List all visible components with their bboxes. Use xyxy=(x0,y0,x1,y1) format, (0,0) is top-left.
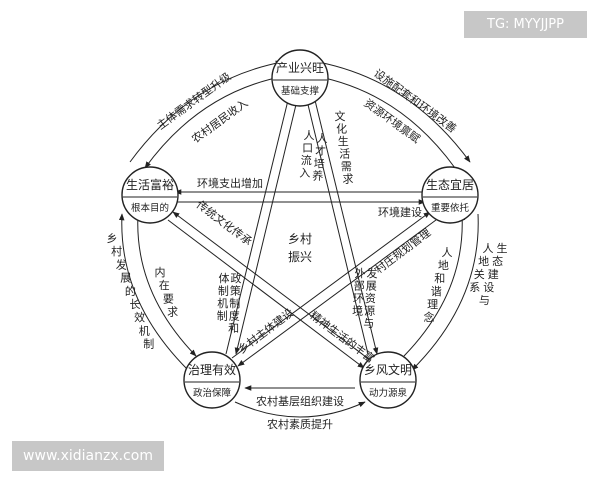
arrow-left-bright-b xyxy=(167,219,365,369)
watermark-top: TG: MYYJJPP xyxy=(464,11,587,38)
arrow-right-bleft-b xyxy=(237,219,437,367)
arrow-left-bright-a xyxy=(172,211,371,361)
arc-right-bright-outer xyxy=(411,213,479,371)
arrow-top-bright-b xyxy=(311,87,379,355)
node-left: 生活富裕 根本目的 xyxy=(121,166,179,224)
arc-top-left-inner xyxy=(144,75,286,169)
label-bottom-lower: 农村素质提升 xyxy=(267,417,333,431)
label-right-bright-outer: 生态建设与人地关系 xyxy=(469,241,507,307)
center-label-line1: 乡村 xyxy=(288,232,312,246)
node-top: 产业兴旺 基础支撑 xyxy=(271,49,329,107)
node-right-subtitle: 重要依托 xyxy=(431,202,470,214)
label-right-bleft-b: 乡村主体建设 xyxy=(235,305,296,356)
label-bottom-upper: 农村基层组织建设 xyxy=(256,394,344,408)
node-top-subtitle: 基础支撑 xyxy=(281,85,320,97)
arc-left-bleft-outer xyxy=(118,213,189,371)
label-left-right-upper: 环境支出增加 xyxy=(197,176,263,190)
node-bottom-left: 治理有效 政治保障 xyxy=(183,351,241,409)
arrow-top-bright-a xyxy=(302,87,369,355)
label-right-bleft-a: 村庄规划管理 xyxy=(372,225,433,276)
arc-top-right-inner xyxy=(314,74,456,169)
node-bright-title: 乡风文明 xyxy=(364,362,412,377)
arc-top-left-outer xyxy=(129,60,283,163)
node-bleft-title: 治理有效 xyxy=(188,362,236,377)
node-right: 生态宜居 重要依托 xyxy=(421,166,479,224)
label-bright-top: 发展资源与外部环境 xyxy=(352,266,377,330)
label-bleft-left: 政策制度和体制机制 xyxy=(217,271,242,335)
arc-top-right-outer xyxy=(317,61,471,163)
label-left-bleft-outer: 乡村发展的长效机制 xyxy=(107,232,155,351)
arrow-top-bleft-a xyxy=(225,87,293,355)
node-bright-subtitle: 动力源泉 xyxy=(369,387,408,399)
node-left-title: 生活富裕 xyxy=(126,177,174,192)
label-right-bright-inner: 人地和谐理念 xyxy=(424,246,453,324)
star-arrows xyxy=(167,87,437,369)
label-top-bleft: 人才培养人口流入 xyxy=(299,129,327,183)
node-left-subtitle: 根本目的 xyxy=(131,202,169,214)
edge-labels: 主体需求转型升级 农村居民收入 设施配套和环境改善 资源环境禀赋 环境支出增加 … xyxy=(107,66,508,431)
outer-arcs xyxy=(118,60,479,418)
label-top-right-outer: 设施配套和环境改善 xyxy=(371,66,459,136)
node-top-title: 产业兴旺 xyxy=(276,61,324,75)
label-left-bleft-inner: 内在要求 xyxy=(155,265,179,319)
arc-right-bright-inner xyxy=(403,213,466,357)
arc-left-bleft-inner xyxy=(137,213,197,357)
center-label-line2: 振兴 xyxy=(288,250,312,264)
node-right-title: 生态宜居 xyxy=(426,177,474,192)
label-top-bright: 文化生活需求 xyxy=(335,109,354,186)
arrow-right-bleft-a xyxy=(231,211,431,359)
arrow-top-bleft-b xyxy=(234,87,301,355)
node-bleft-subtitle: 政治保障 xyxy=(193,387,232,399)
watermark-bottom: www.xidianzx.com xyxy=(12,441,164,471)
label-left-bright: 传统文化传承 xyxy=(194,197,255,248)
horizontal-arrows xyxy=(174,189,426,205)
arc-bottom-lower xyxy=(234,401,366,418)
node-bottom-right: 乡风文明 动力源泉 xyxy=(359,351,417,409)
label-left-right-lower: 环境建设 xyxy=(378,205,422,219)
